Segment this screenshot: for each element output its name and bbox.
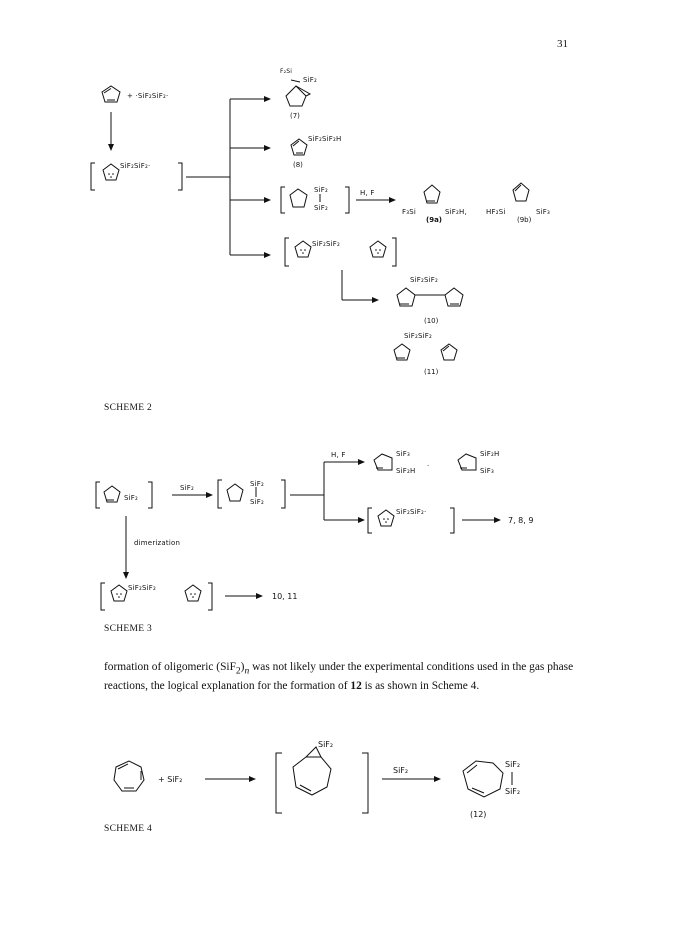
intermediate-label: SiF₂SiF₂· [120, 162, 150, 170]
product-9-bicyclic [280, 186, 350, 214]
s3-dimer [100, 582, 213, 611]
para-text-1: formation of oligomeric (SiF [104, 661, 236, 673]
p9a-num: (9a) [426, 216, 442, 224]
s3-reagent: H, F [331, 451, 346, 459]
scheme-4-label: SCHEME 4 [104, 824, 153, 834]
dimer-radical [284, 237, 397, 267]
s3-radical [367, 507, 455, 534]
s3-pa-bottom: SiF₂H [396, 467, 415, 475]
p9b-left: HF₂Si [486, 208, 505, 216]
p11-label: SiF₂SiF₂ [404, 332, 432, 340]
scheme-3-figure: SiF₂ SiF₂ SiF₂ SiF₂ H, F SiF₃ SiF₂H · [95, 450, 533, 611]
scheme2-reagent: + ·SiF₂SiF₂· [127, 92, 168, 100]
body-paragraph: formation of oligomeric (SiF2)n was not … [104, 660, 574, 694]
s3-start-compound [95, 481, 153, 509]
s3-dimer-products: 10, 11 [272, 592, 297, 601]
p7-num: (7) [290, 112, 300, 120]
p10-label: SiF₂SiF₂ [410, 276, 438, 284]
para-bold-12: 12 [350, 680, 362, 693]
product-7-structure [285, 79, 312, 107]
s3-start-si: SiF₂ [124, 494, 138, 502]
page-number: 31 [557, 38, 568, 50]
para-text-3: was not likely under the experimental co… [104, 661, 574, 693]
p9-si-bottom: SiF₂ [314, 204, 328, 212]
s4-p12-bottom: SiF₂ [505, 787, 520, 796]
cycloheptatriene-structure [113, 760, 145, 792]
s3-pb-bottom: SiF₃ [480, 467, 494, 475]
cyclopentadiene-structure [101, 85, 121, 103]
s3-radical-label: SiF₂SiF₂· [396, 508, 426, 516]
p7-label-top: F₂Si [280, 68, 292, 75]
scheme-2-figure: + ·SiF₂SiF₂· SiF₂SiF₂· F₂Si SiF₂ (7) [90, 68, 550, 376]
s3-intermediate [217, 479, 286, 509]
p9-si-top: SiF₂ [314, 186, 328, 194]
s3-radical-products: 7, 8, 9 [508, 516, 533, 525]
s3-pa-top: SiF₃ [396, 450, 410, 458]
s3-int-si-top: SiF₂ [250, 480, 264, 488]
s3-dimer-label: SiF₂SiF₂ [128, 584, 156, 592]
product-10-structure [396, 287, 464, 307]
s3-sep: · [427, 462, 429, 470]
p8-num: (8) [293, 161, 303, 169]
s4-int-si: SiF₂ [318, 740, 333, 749]
scheme-4-figure: + SiF₂ SiF₂ SiF₂ SiF₂ SiF₂ (12) [113, 740, 520, 819]
p9a-left: F₃Si [402, 208, 416, 216]
p9a-right: SiF₂H, [445, 208, 467, 216]
s4-plus: + SiF₂ [158, 775, 182, 784]
product-9b-structure [512, 182, 530, 202]
product-12-structure [462, 760, 513, 798]
s4-p12-top: SiF₂ [505, 760, 520, 769]
intermediate-radical [90, 162, 183, 191]
s4-arrow-reagent: SiF₂ [393, 766, 408, 775]
s4-p12-num: (12) [470, 810, 486, 819]
s3-dimerization: dimerization [134, 539, 180, 547]
p10-num: (10) [424, 317, 439, 325]
s3-product-b [457, 453, 477, 471]
scheme-3-label: SCHEME 3 [104, 624, 153, 634]
s3-pb-top: SiF₂H [480, 450, 499, 458]
p9-reagent: H, F [360, 189, 375, 197]
para-text-4: is as shown in Scheme 4. [361, 680, 480, 693]
p9b-right: SiF₃ [536, 208, 550, 216]
dimer-label: SiF₂SiF₂ [312, 240, 340, 248]
s3-int-si-bottom: SiF₂ [250, 498, 264, 506]
product-9a-structure [423, 184, 441, 204]
s4-intermediate [275, 746, 369, 814]
p9b-num: (9b) [517, 216, 532, 224]
scheme-2-label: SCHEME 2 [104, 403, 153, 413]
product-8-structure [290, 138, 308, 156]
s3-product-a [373, 453, 393, 471]
product-11-structure [393, 343, 458, 361]
s3-arrow-reagent: SiF₂ [180, 484, 194, 492]
para-sub-n: n [244, 666, 250, 677]
p7-label-right: SiF₂ [303, 76, 317, 84]
p11-num: (11) [424, 368, 439, 376]
para-sub-2: 2 [235, 666, 241, 677]
para-text-2: ) [240, 661, 245, 673]
p8-label: SiF₂SiF₂H [308, 135, 342, 143]
